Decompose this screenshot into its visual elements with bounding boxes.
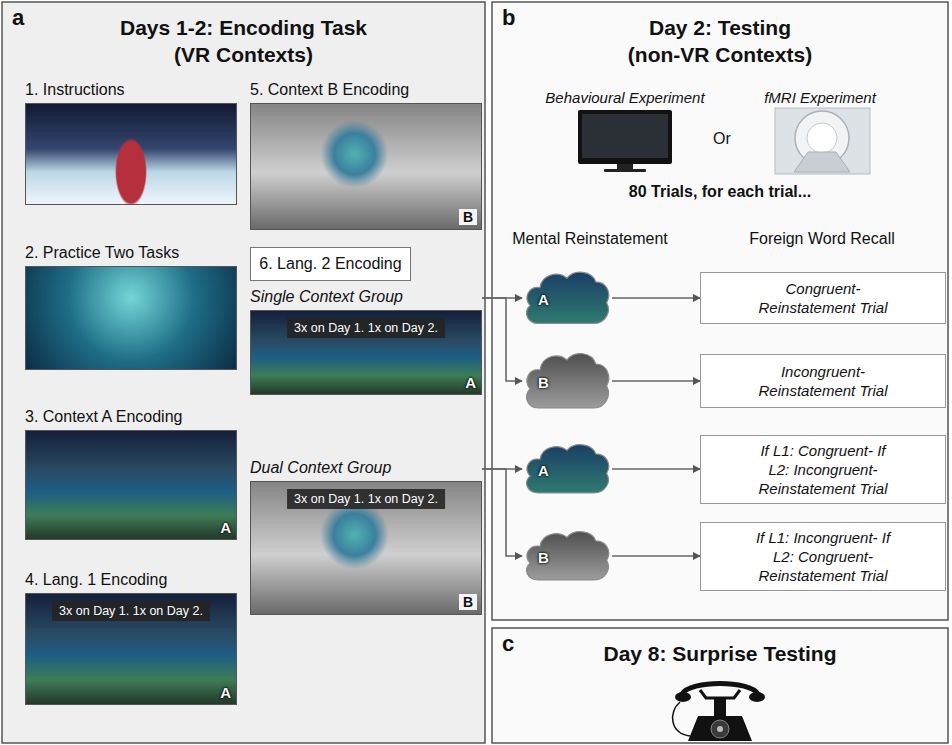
phone-base xyxy=(688,716,752,741)
repeat-note: 3x on Day 1. 1x on Day 2. xyxy=(287,489,445,509)
scene-picture xyxy=(25,266,237,370)
arrow-connector xyxy=(612,297,700,299)
monitor-frame xyxy=(578,110,672,164)
context-letter: A xyxy=(538,462,549,479)
scanner-bed xyxy=(794,152,850,172)
trial-box: Incongruent-Reinstatement Trial xyxy=(700,354,946,408)
annotation-label: Or xyxy=(713,129,731,149)
scene-picture: 3x on Day 1. 1x on Day 2. A xyxy=(250,310,482,395)
cloud-shape xyxy=(522,438,612,500)
context-letter: B xyxy=(538,549,549,566)
context-cloud: B xyxy=(522,525,612,587)
step-heading: 3. Context A Encoding xyxy=(25,407,182,427)
annotation-label: Behavioural Experiment xyxy=(545,88,704,108)
trial-box: If L1: Incongruent- If L2: Congruent-Rei… xyxy=(700,522,946,591)
context-letter: A xyxy=(465,374,476,391)
arrow-connector xyxy=(612,468,700,470)
monitor-stand xyxy=(617,164,633,169)
trial-label: Congruent-Reinstatement Trial xyxy=(748,279,898,317)
scene-image: 1. Instructions xyxy=(25,80,237,205)
panel-letter: c xyxy=(502,632,514,656)
phone-cord xyxy=(673,702,690,736)
panel-ground xyxy=(492,2,948,620)
trial-label: If L1: Congruent- If L2: Incongruent-Rei… xyxy=(748,441,898,498)
phone-dial xyxy=(711,720,729,738)
context-cloud: B xyxy=(522,346,612,416)
cloud-outline xyxy=(527,272,609,323)
context-cloud: A xyxy=(522,438,612,500)
panel-letter: b xyxy=(502,6,515,30)
annotation-label: Foreign Word Recall xyxy=(749,229,895,249)
group-heading: Single Context Group xyxy=(250,287,403,307)
monitor-base xyxy=(604,169,646,172)
trial-box: If L1: Congruent- If L2: Incongruent-Rei… xyxy=(700,435,946,504)
step-box: 6. Lang. 2 Encoding xyxy=(250,247,411,281)
group-heading: Dual Context Group xyxy=(250,458,391,478)
scene-picture: A xyxy=(25,430,237,540)
arrow-connector xyxy=(482,298,522,381)
step-heading: 2. Practice Two Tasks xyxy=(25,243,179,263)
step-heading: 5. Context B Encoding xyxy=(250,80,409,100)
phone-mouthpiece xyxy=(749,692,765,702)
scene-image: A 3. Context A Encoding xyxy=(25,407,237,540)
arrow-connector xyxy=(612,380,700,382)
scene-picture xyxy=(25,103,237,205)
panel-title: Days 1-2: Encoding Task (VR Contexts) xyxy=(109,14,379,68)
context-letter: A xyxy=(220,684,231,701)
panel-title: Day 2: Testing (non-VR Contexts) xyxy=(625,14,815,68)
scanner-bore xyxy=(807,123,837,153)
scene-image: 2. Practice Two Tasks xyxy=(25,243,237,370)
cloud-outline xyxy=(527,445,609,493)
scanner-room xyxy=(775,108,870,174)
panel-ground xyxy=(2,2,485,743)
cloud-shape xyxy=(522,525,612,587)
step-heading: 1. Instructions xyxy=(25,80,125,100)
context-letter: B xyxy=(459,594,477,610)
monitor-icon xyxy=(578,110,672,172)
panel-ground xyxy=(492,628,948,743)
phone-handset xyxy=(682,684,758,695)
context-letter: A xyxy=(538,291,549,308)
arrow-connector xyxy=(612,555,700,557)
panel: c Day 8: Surprise Testing xyxy=(492,628,948,743)
repeat-note: 3x on Day 1. 1x on Day 2. xyxy=(287,318,445,338)
trial-label: Incongruent-Reinstatement Trial xyxy=(748,362,898,400)
trial-box: Congruent-Reinstatement Trial xyxy=(700,272,946,324)
context-cloud: A xyxy=(522,265,612,331)
cloud-shape xyxy=(522,265,612,331)
scene-picture: 3x on Day 1. 1x on Day 2. B xyxy=(250,481,482,615)
cloud-shape xyxy=(522,346,612,416)
panel-title: Day 8: Surprise Testing xyxy=(560,640,880,667)
cloud-outline xyxy=(527,354,609,408)
context-letter: B xyxy=(538,374,549,391)
phone-earpiece xyxy=(675,692,691,702)
panel: a Days 1-2: Encoding Task (VR Contexts) 1.… xyxy=(2,2,485,743)
phone-dial-hub xyxy=(717,726,723,732)
context-letter: A xyxy=(220,519,231,536)
arrow-connector xyxy=(482,469,522,556)
phone-neck xyxy=(714,698,726,717)
scene-image: 3x on Day 1. 1x on Day 2. A Single Context… xyxy=(250,287,482,395)
trial-label: If L1: Incongruent- If L2: Congruent-Rei… xyxy=(748,528,898,585)
annotation-label: 80 Trials, for each trial... xyxy=(629,182,811,202)
monitor-screen xyxy=(582,114,668,158)
scene-image: B 5. Context B Encoding xyxy=(250,80,482,230)
scene-image: 3x on Day 1. 1x on Day 2. B Dual Context G… xyxy=(250,458,482,615)
repeat-note: 3x on Day 1. 1x on Day 2. xyxy=(52,601,210,621)
context-letter: B xyxy=(459,209,477,225)
annotation-label: fMRI Experiment xyxy=(764,88,876,108)
scene-picture: B xyxy=(250,103,482,230)
scene-image: 3x on Day 1. 1x on Day 2. A 4. Lang. 1 Enc… xyxy=(25,570,237,705)
mri-scanner-icon xyxy=(775,108,870,174)
step-heading: 4. Lang. 1 Encoding xyxy=(25,570,167,590)
telephone-icon xyxy=(673,684,765,742)
scene-picture: 3x on Day 1. 1x on Day 2. A xyxy=(25,593,237,705)
annotation-label: Mental Reinstatement xyxy=(512,229,668,249)
phone-cradle xyxy=(700,690,740,698)
panel-letter: a xyxy=(12,6,24,30)
cloud-outline xyxy=(527,532,609,580)
step-heading: 6. Lang. 2 Encoding xyxy=(259,255,401,273)
